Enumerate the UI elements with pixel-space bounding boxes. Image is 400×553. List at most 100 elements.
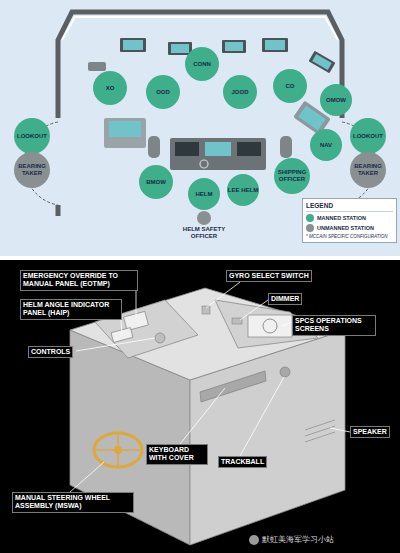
monitor — [168, 42, 192, 55]
manned-station: CONN — [185, 47, 219, 81]
monitor-screen — [265, 40, 285, 50]
manned-station: LOOKOUT — [14, 118, 50, 154]
station-circle — [14, 118, 50, 154]
legend-box: LEGEND MANNED STATION UNMANNED STATION * … — [302, 198, 397, 243]
legend-text: UNMANNED STATION — [317, 225, 374, 231]
station-text-box: XO — [93, 71, 127, 105]
legend-swatch-circle — [306, 224, 314, 232]
legend-swatch-circle — [306, 214, 314, 222]
part-label: SPEAKER — [350, 426, 390, 438]
helm-console — [170, 138, 266, 170]
station-text-box: HELM — [188, 178, 220, 210]
legend-row: UNMANNED STATION — [306, 224, 393, 232]
station-text-box: BEARING TAKER — [14, 152, 50, 188]
station-circle — [223, 75, 257, 109]
manned-station: JOOD — [223, 75, 257, 109]
unmanned-station: BEARING TAKER — [350, 152, 386, 188]
legend-swatch — [306, 224, 314, 232]
steering-wheel — [94, 433, 142, 467]
monitor-screen — [123, 40, 143, 50]
manned-station: NAV — [310, 129, 342, 161]
pillar — [148, 136, 160, 158]
leader-line — [180, 388, 225, 444]
bridge-background — [0, 0, 400, 256]
leader-line — [70, 462, 104, 492]
station-label: BEARING TAKER — [350, 163, 386, 176]
station-text-box: BMOW — [139, 165, 173, 199]
part-label: KEYBOARD WITH COVER — [146, 444, 208, 465]
station-label: LEE HELM — [228, 187, 258, 194]
manned-station: LOOKOUT — [350, 118, 386, 154]
watermark-icon — [249, 535, 259, 545]
spcs-screen-dial — [263, 319, 277, 333]
control-knob — [155, 333, 165, 343]
console-background — [0, 260, 400, 553]
part-label: EMERGENCY OVERRIDE TO MANUAL PANEL (EOTM… — [20, 270, 138, 291]
helm-panel — [237, 142, 261, 156]
station-text-box: OOD — [146, 75, 180, 109]
workstation-screen — [109, 121, 141, 137]
manned-station: CO — [273, 69, 307, 103]
station-outline — [197, 211, 211, 225]
station-label: HELM SAFETY OFFICER — [175, 226, 233, 239]
station-text-box: OMOW — [320, 84, 352, 116]
station-label: OOD — [156, 89, 170, 96]
legend-note: * MCCAIN SPECIFIC CONFIGURATION — [306, 234, 393, 239]
station-circle — [274, 158, 310, 194]
station-text-box: BEARING TAKER — [350, 152, 386, 188]
station-text-box: LOOKOUT — [14, 118, 50, 154]
part-label: GYRO SELECT SWITCH — [226, 270, 312, 282]
legend-note: * MCCAIN SPECIFIC CONFIGURATION — [306, 234, 393, 239]
station-circle — [197, 211, 211, 225]
part-label: MANUAL STEERING WHEEL ASSEMBLY (MSWA) — [12, 492, 134, 513]
monitor-screen — [171, 44, 189, 53]
station-circle — [139, 165, 173, 199]
station-circle — [320, 84, 352, 116]
manned-station: LEE HELM — [227, 174, 259, 206]
manned-station: HELM — [188, 178, 220, 210]
watermark: 默虹美海军学习小站 — [262, 534, 334, 545]
leader-line — [240, 300, 268, 320]
part-label: HELM ANGLE INDICATOR PANEL (HAIP) — [20, 299, 122, 320]
station-circle — [14, 152, 50, 188]
helm-panel — [175, 142, 199, 156]
legend-text: MANNED STATION — [317, 215, 366, 221]
bridge-wall — [58, 12, 342, 118]
station-circle — [185, 47, 219, 81]
station-label: XO — [106, 85, 115, 92]
helm-screen — [205, 142, 231, 156]
trackball — [280, 367, 290, 377]
station-circle — [93, 71, 127, 105]
station-label: OMOW — [326, 97, 346, 104]
manned-station: BMOW — [139, 165, 173, 199]
bridge-window — [62, 17, 338, 40]
station-label: LOOKOUT — [353, 133, 383, 140]
monitor — [309, 51, 336, 73]
station-circle — [310, 129, 342, 161]
station-label: BEARING TAKER — [14, 163, 50, 176]
station-label: JOOD — [231, 89, 248, 96]
leader-line — [76, 338, 155, 351]
monitor — [222, 40, 246, 53]
station-text-box: CONN — [185, 47, 219, 81]
station-text-box: HELM SAFETY OFFICER — [175, 226, 233, 239]
monitor — [262, 38, 288, 52]
station-circle — [188, 178, 220, 210]
legend-head: LEGEND — [306, 202, 393, 212]
speaker-grill — [305, 420, 335, 442]
chart-screen — [298, 105, 326, 130]
station-label: BMOW — [146, 179, 166, 186]
station-text-box: JOOD — [223, 75, 257, 109]
spcs-screen — [248, 315, 292, 337]
legend-rows: MANNED STATION UNMANNED STATION — [306, 214, 393, 232]
helm-wheel — [200, 160, 208, 168]
legend-title: LEGEND — [306, 202, 393, 212]
unmanned-station: BEARING TAKER — [14, 152, 50, 188]
workstation — [104, 118, 146, 148]
manned-station: XO — [93, 71, 127, 105]
bridge-wall — [56, 205, 61, 216]
station-label: LOOKOUT — [17, 133, 47, 140]
station-label: HELM — [196, 191, 213, 198]
console — [88, 62, 106, 71]
